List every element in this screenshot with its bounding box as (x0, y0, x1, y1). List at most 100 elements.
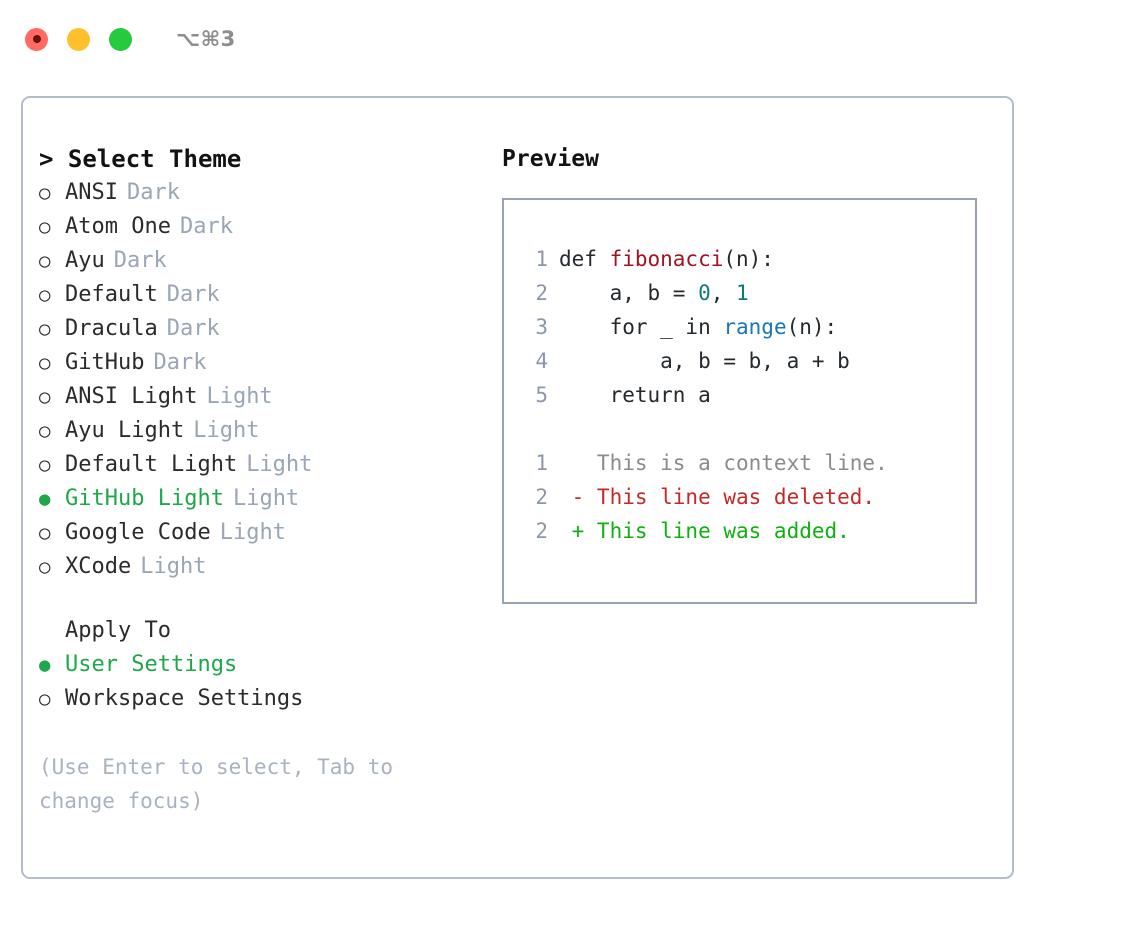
apply-option-0[interactable]: ● User Settings (39, 648, 479, 682)
code-token-num: 1 (736, 281, 749, 305)
radio-unselected-icon: ○ (39, 216, 51, 238)
code-token-plain: def (559, 247, 610, 271)
theme-variant-tag: Dark (126, 180, 180, 205)
maximize-icon[interactable] (109, 27, 132, 51)
theme-option-label: Ayu (65, 248, 105, 273)
code-token-plain: (n): (786, 315, 838, 339)
diff-text: + This line was added. (559, 519, 850, 543)
close-icon[interactable] (25, 27, 48, 51)
code-token-plain: a, b = (559, 281, 699, 305)
code-line: 1 def fibonacci(n): (518, 242, 975, 276)
radio-unselected-icon: ○ (39, 318, 51, 340)
apply-to-heading: Apply To (65, 618, 171, 643)
diff-text: - This line was deleted. (559, 485, 876, 509)
theme-variant-tag: Light (246, 452, 313, 477)
code-token-plain: (n): (723, 247, 774, 271)
line-number: 1 (535, 451, 548, 475)
code-text: return a (559, 378, 711, 412)
code-line: 4 a, b = b, a + b (518, 344, 975, 378)
radio-unselected-icon: ○ (39, 352, 51, 374)
theme-variant-tag: Light (219, 520, 286, 545)
title-bar: ⌥⌘3 (0, 0, 1140, 78)
theme-option-label: Google Code (65, 520, 211, 545)
diff-line-add: 2 + This line was added. (518, 514, 975, 548)
code-line: 5 return a (518, 378, 975, 412)
radio-unselected-icon: ○ (39, 556, 51, 578)
radio-unselected-icon: ○ (39, 420, 51, 442)
theme-variant-tag: Light (206, 384, 273, 409)
theme-option-label: Ayu Light (65, 418, 185, 443)
diff-line-del: 2 - This line was deleted. (518, 480, 975, 514)
theme-option-2[interactable]: ○ Ayu Dark (39, 244, 479, 278)
radio-unselected-icon: ○ (39, 688, 51, 710)
spacer (39, 584, 479, 614)
theme-option-label: Atom One (65, 214, 171, 239)
theme-option-8[interactable]: ○ Default Light Light (39, 448, 479, 482)
theme-option-label: Default Light (65, 452, 238, 477)
theme-option-5[interactable]: ○ GitHub Dark (39, 346, 479, 380)
theme-option-label: GitHub (65, 350, 145, 375)
code-token-plain: a, b = b, a + b (559, 349, 850, 373)
apply-option-1[interactable]: ○Workspace Settings (39, 682, 479, 716)
theme-option-label: ANSI (65, 180, 118, 205)
theme-option-label: XCode (65, 554, 132, 579)
code-token-num: 0 (698, 281, 711, 305)
theme-option-label: Dracula (65, 316, 158, 341)
code-text: def fibonacci(n): (559, 242, 774, 276)
theme-option-7[interactable]: ○ Ayu Light Light (39, 414, 479, 448)
apply-to-list[interactable]: ● User Settings ○Workspace Settings (39, 648, 479, 716)
diff-sample: 1 This is a context line.2 - This line w… (518, 446, 975, 548)
preview-title: Preview (502, 146, 599, 172)
radio-unselected-icon: ○ (39, 284, 51, 306)
code-text: for _ in range(n): (559, 310, 838, 344)
theme-variant-tag: Dark (153, 350, 207, 375)
line-number: 2 (535, 485, 548, 509)
code-token-call: range (723, 315, 787, 339)
code-line: 2 a, b = 0, 1 (518, 276, 975, 310)
code-token-plain: for _ in (559, 315, 724, 339)
theme-variant-tag: Dark (179, 214, 233, 239)
theme-option-11[interactable]: ○ XCode Light (39, 550, 479, 584)
spacer (518, 412, 975, 446)
window-controls (25, 27, 132, 51)
theme-option-1[interactable]: ○ Atom One Dark (39, 210, 479, 244)
keyboard-shortcut-label: ⌥⌘3 (176, 27, 236, 51)
theme-variant-tag: Dark (113, 248, 167, 273)
radio-unselected-icon: ○ (39, 250, 51, 272)
theme-variant-tag: Light (193, 418, 260, 443)
line-number: 4 (535, 349, 548, 373)
theme-option-label: GitHub Light (65, 486, 224, 511)
diff-line-ctx: 1 This is a context line. (518, 446, 975, 480)
minimize-icon[interactable] (67, 27, 90, 51)
keyboard-hint-text: (Use Enter to select, Tab to change focu… (39, 755, 406, 813)
code-text: a, b = b, a + b (559, 344, 850, 378)
radio-unselected-icon: ○ (39, 522, 51, 544)
line-number: 5 (535, 383, 548, 407)
line-number: 2 (535, 281, 548, 305)
spacer (39, 716, 479, 750)
line-number: 1 (535, 247, 548, 271)
page-title: > Select Theme (39, 145, 242, 173)
diff-text: This is a context line. (559, 451, 888, 475)
line-number: 3 (535, 315, 548, 339)
theme-option-label: ANSI Light (65, 384, 198, 409)
code-line: 3 for _ in range(n): (518, 310, 975, 344)
code-token-plain: return a (559, 383, 711, 407)
theme-option-10[interactable]: ○ Google Code Light (39, 516, 479, 550)
radio-unselected-icon: ○ (39, 454, 51, 476)
apply-option-label: User Settings (65, 652, 238, 677)
code-text: a, b = 0, 1 (559, 276, 749, 310)
radio-selected-icon: ● (39, 654, 51, 676)
theme-variant-tag: Light (140, 554, 207, 579)
line-number: 2 (535, 519, 548, 543)
radio-selected-icon: ● (39, 488, 51, 510)
